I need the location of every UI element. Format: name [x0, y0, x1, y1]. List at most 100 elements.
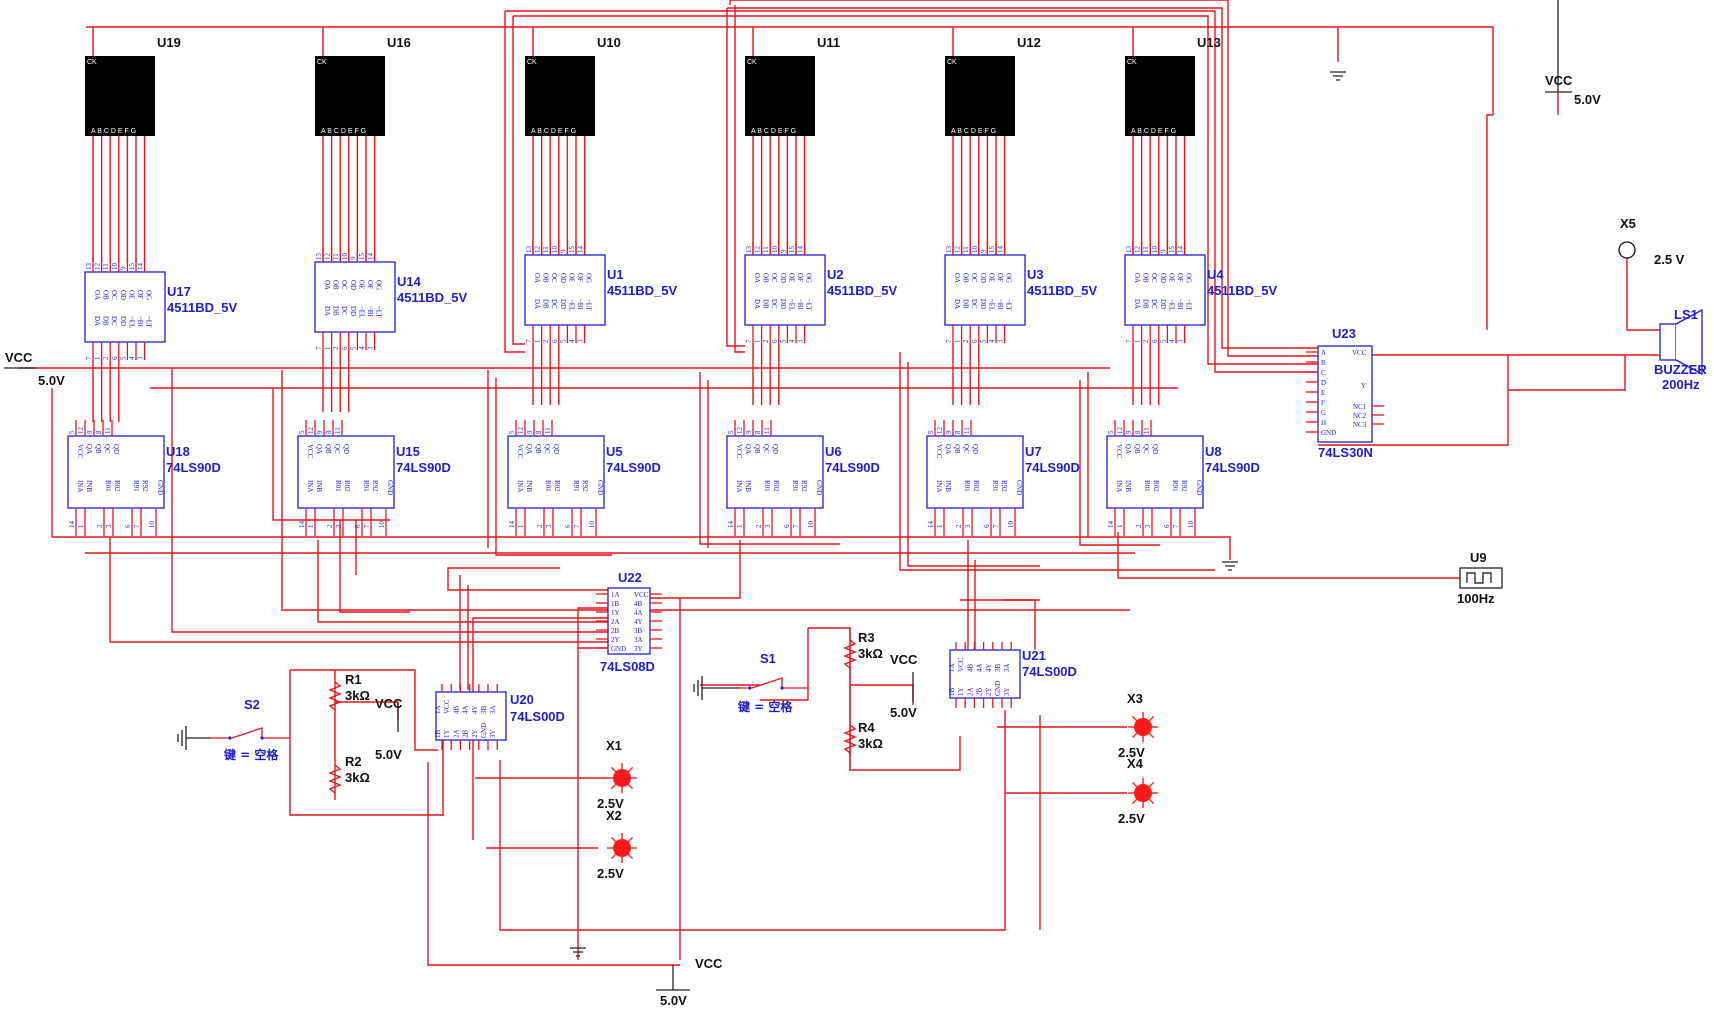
- decoder-ref: U2: [827, 267, 844, 282]
- svg-text:11: 11: [332, 253, 340, 260]
- svg-text:2Y: 2Y: [611, 636, 620, 644]
- svg-text:4Y: 4Y: [985, 663, 993, 672]
- svg-text:DD: DD: [1159, 299, 1167, 309]
- svg-text:QA: QA: [744, 444, 752, 454]
- svg-text:9: 9: [86, 430, 94, 434]
- svg-text:1: 1: [754, 339, 762, 343]
- svg-text:QB: QB: [953, 444, 961, 454]
- svg-text:14: 14: [997, 246, 1005, 254]
- svg-text:6: 6: [1151, 339, 1159, 343]
- svg-text:NC2: NC2: [1353, 412, 1367, 420]
- svg-text:6: 6: [771, 339, 779, 343]
- decoder-ref: U4: [1207, 267, 1224, 282]
- decoder-body: [1124, 254, 1206, 326]
- display-body: [1125, 56, 1195, 136]
- svg-text:12: 12: [936, 427, 944, 435]
- svg-text:14: 14: [68, 521, 76, 529]
- counter-part: 74LS90D: [606, 460, 661, 475]
- svg-text:DC: DC: [1150, 299, 1158, 309]
- svg-text:~LT: ~LT: [805, 299, 813, 311]
- u21-part: 74LS00D: [1022, 664, 1077, 679]
- svg-text:OF: OF: [366, 280, 374, 289]
- svg-text:VCC: VCC: [735, 444, 743, 459]
- svg-text:5.0V: 5.0V: [1574, 92, 1601, 107]
- svg-text:11: 11: [334, 427, 342, 434]
- svg-text:OF: OF: [796, 273, 804, 282]
- svg-text:1A: 1A: [434, 705, 442, 714]
- display-ref: U12: [1017, 35, 1041, 50]
- decoder-body: [84, 271, 166, 343]
- svg-text:6: 6: [983, 524, 991, 528]
- svg-text:9: 9: [745, 430, 753, 434]
- svg-text:H: H: [1321, 419, 1326, 427]
- svg-text:INA: INA: [306, 480, 314, 492]
- resistor-ref: R3: [858, 630, 875, 645]
- svg-text:R91: R91: [991, 480, 999, 492]
- svg-text:10: 10: [588, 521, 596, 529]
- svg-text:OG: OG: [375, 280, 383, 290]
- svg-text:~LT: ~LT: [1005, 299, 1013, 311]
- svg-text:OD: OD: [1159, 273, 1167, 283]
- svg-text:OF: OF: [576, 273, 584, 282]
- counter-part: 74LS90D: [1205, 460, 1260, 475]
- svg-text:5.0V: 5.0V: [375, 747, 402, 762]
- u23-part: 74LS30N: [1318, 445, 1373, 460]
- svg-text:14: 14: [577, 246, 585, 254]
- svg-text:14: 14: [137, 263, 145, 271]
- decoder-part: 4511BD_5V: [1207, 283, 1277, 298]
- svg-text:A: A: [1321, 349, 1326, 357]
- svg-text:R91: R91: [791, 480, 799, 492]
- resistor-ref: R2: [345, 754, 362, 769]
- svg-text:DA: DA: [953, 299, 961, 309]
- svg-text:2A: 2A: [611, 618, 620, 626]
- svg-text:2B: 2B: [976, 688, 984, 697]
- counter-ref: U5: [606, 444, 623, 459]
- svg-text:OA: OA: [953, 273, 961, 283]
- svg-text:11: 11: [762, 246, 770, 253]
- counter-body: [926, 435, 1024, 509]
- u9-clock-source: U9 100Hz: [1457, 550, 1503, 606]
- probe-ref: X4: [1127, 756, 1144, 771]
- switch-s2[interactable]: S2 键 = 空格: [177, 697, 290, 762]
- svg-text:INB: INB: [315, 480, 323, 492]
- svg-text:R92: R92: [1180, 480, 1188, 492]
- u23-ref: U23: [1332, 326, 1356, 341]
- svg-text:2: 2: [102, 356, 110, 360]
- svg-text:11: 11: [1143, 427, 1151, 434]
- vcc-r3: VCC 5.0V: [890, 652, 918, 720]
- svg-text:10: 10: [1151, 246, 1159, 254]
- counter-body: [1106, 435, 1204, 509]
- svg-text:9: 9: [945, 430, 953, 434]
- svg-text:6: 6: [551, 339, 559, 343]
- resistor-value: 3kΩ: [858, 736, 883, 751]
- svg-text:3: 3: [764, 524, 772, 528]
- svg-text:OG: OG: [145, 290, 153, 300]
- svg-text:14: 14: [367, 253, 375, 261]
- s1-ref: S1: [760, 651, 776, 666]
- svg-text:VCC: VCC: [375, 696, 403, 711]
- svg-text:13: 13: [945, 246, 953, 254]
- display-seg-pins: A B C D E F G: [951, 128, 996, 135]
- wire-network: [18, 0, 1660, 966]
- svg-text:4A: 4A: [976, 663, 984, 672]
- svg-text:~LT: ~LT: [585, 299, 593, 311]
- svg-text:OF: OF: [996, 273, 1004, 282]
- svg-text:4A: 4A: [462, 705, 470, 714]
- svg-text:2A: 2A: [966, 687, 974, 696]
- svg-text:2Y: 2Y: [471, 729, 479, 738]
- svg-text:OD: OD: [559, 273, 567, 283]
- svg-text:OG: OG: [1185, 273, 1193, 283]
- svg-text:2: 2: [326, 524, 334, 528]
- s2-ref: S2: [244, 697, 260, 712]
- svg-text:OA: OA: [93, 290, 101, 300]
- svg-text:OB: OB: [542, 273, 550, 283]
- svg-text:4B: 4B: [634, 600, 643, 608]
- svg-text:DB: DB: [962, 299, 970, 309]
- decoder-part: 4511BD_5V: [827, 283, 897, 298]
- svg-text:6: 6: [564, 524, 572, 528]
- svg-text:11: 11: [962, 246, 970, 253]
- svg-text:~BI: ~BI: [1176, 299, 1184, 310]
- svg-text:12: 12: [754, 246, 762, 254]
- svg-text:GND: GND: [1015, 480, 1023, 495]
- switch-s1[interactable]: S1 键 = 空格: [693, 651, 808, 714]
